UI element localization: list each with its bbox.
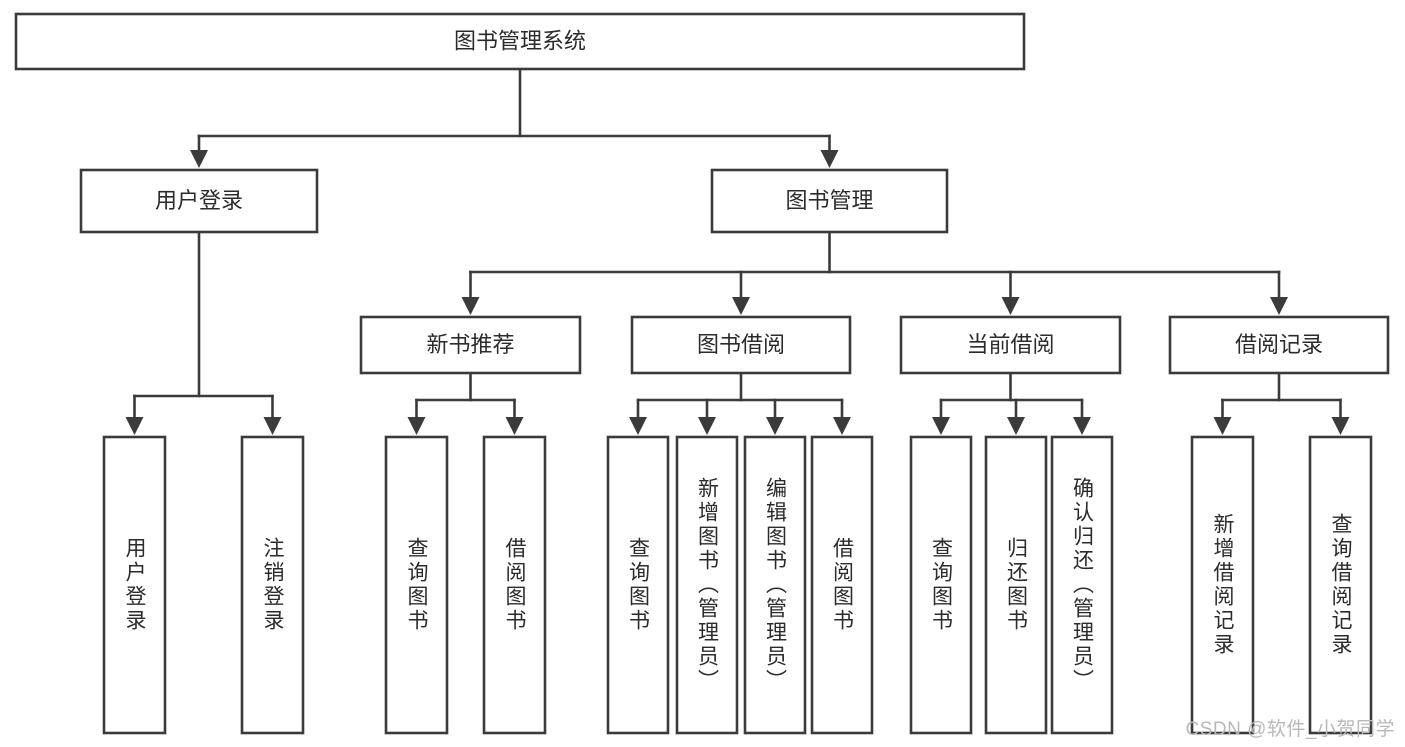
arrow-head-icon xyxy=(766,417,784,435)
node-label-n-current: 当前借阅 xyxy=(966,332,1054,357)
arrow-head-icon xyxy=(1007,417,1025,435)
node-box-l-cb-return[interactable] xyxy=(984,435,1048,735)
node-label-n-borrow: 图书借阅 xyxy=(697,332,785,357)
node-box-n-new-rec[interactable] xyxy=(359,315,582,375)
arrow-head-icon xyxy=(1073,417,1091,435)
node-box-l-bb-borrow[interactable] xyxy=(810,435,874,735)
arrow-head-icon xyxy=(125,417,144,435)
arrow-head-icon xyxy=(698,417,716,435)
arrow-head-icon xyxy=(932,417,950,435)
arrow-head-icon xyxy=(407,417,426,435)
arrow-head-icon xyxy=(1001,297,1020,315)
node-box-n-record[interactable] xyxy=(1168,315,1390,375)
arrow-head-icon xyxy=(1270,297,1288,315)
node-label-n-user-login: 用户登录 xyxy=(155,188,243,213)
arrow-head-icon xyxy=(1213,417,1232,435)
node-box-l-user-login[interactable] xyxy=(102,435,167,735)
arrow-head-icon xyxy=(732,297,750,315)
node-box-l-rec-query[interactable] xyxy=(1308,435,1373,735)
node-label-n-book-mgmt: 图书管理 xyxy=(785,188,873,213)
node-box-n-current[interactable] xyxy=(899,315,1122,375)
node-box-root[interactable] xyxy=(14,12,1026,71)
node-box-l-nr-borrow[interactable] xyxy=(482,435,547,735)
connector-edges-layer xyxy=(125,67,1350,435)
node-box-l-nr-query[interactable] xyxy=(384,435,449,735)
arrow-head-icon xyxy=(263,417,282,435)
arrow-head-icon xyxy=(1331,417,1350,435)
arrow-head-icon xyxy=(190,150,208,168)
node-box-l-user-logout[interactable] xyxy=(240,435,305,735)
node-box-l-cb-query[interactable] xyxy=(909,435,973,735)
arrow-head-icon xyxy=(505,417,524,435)
arrow-head-icon xyxy=(820,150,839,168)
node-label-n-record: 借阅记录 xyxy=(1235,332,1323,357)
node-box-l-bb-add[interactable] xyxy=(675,435,739,735)
arrow-head-icon xyxy=(833,417,851,435)
node-box-l-bb-query[interactable] xyxy=(606,435,670,735)
node-label-root: 图书管理系统 xyxy=(454,28,586,53)
node-box-n-user-login[interactable] xyxy=(79,168,319,234)
node-box-l-cb-confirm[interactable] xyxy=(1050,435,1114,735)
csdn-watermark: CSDN @软件_小贺同学 xyxy=(1185,719,1395,740)
node-box-l-rec-add[interactable] xyxy=(1190,435,1255,735)
node-box-n-borrow[interactable] xyxy=(630,315,852,375)
arrow-head-icon xyxy=(629,417,647,435)
node-box-n-book-mgmt[interactable] xyxy=(710,168,949,234)
node-label-n-new-rec: 新书推荐 xyxy=(426,332,514,357)
arrow-head-icon xyxy=(461,297,480,315)
node-boxes-layer xyxy=(14,12,1390,735)
node-box-l-bb-edit[interactable] xyxy=(743,435,807,735)
